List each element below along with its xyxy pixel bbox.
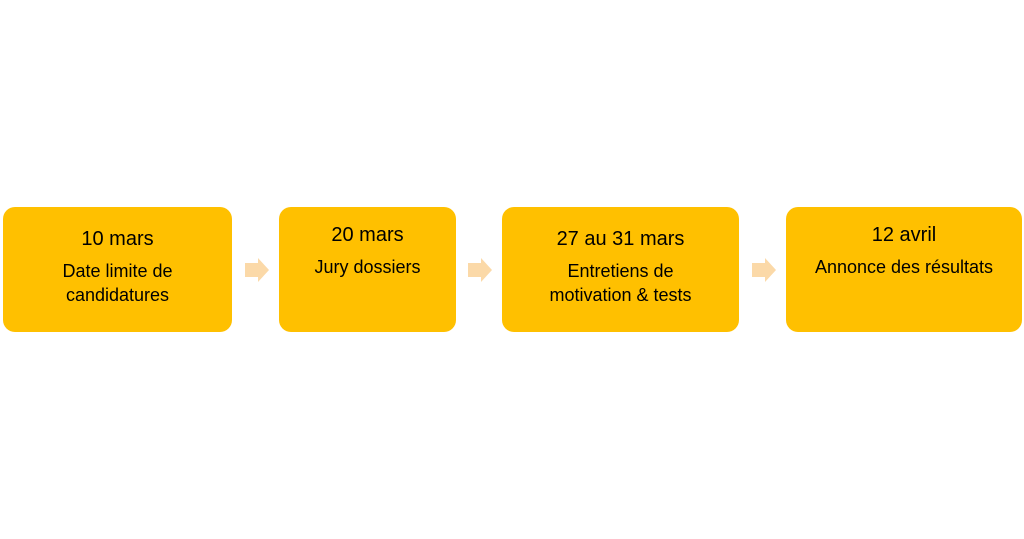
step-description: Annonce des résultats	[786, 255, 1022, 279]
timeline-step-1: 10 mars Date limite de candidatures	[3, 207, 232, 332]
step-date: 27 au 31 mars	[556, 228, 685, 250]
timeline-step-3: 27 au 31 mars Entretiens de motivation &…	[502, 207, 739, 332]
step-description-line: motivation & tests	[549, 285, 692, 305]
step-date: 20 mars	[331, 224, 404, 246]
step-description: Entretiens de motivation & tests	[502, 259, 739, 307]
step-date: 10 mars	[81, 228, 154, 250]
step-description: Date limite de candidatures	[3, 259, 232, 307]
step-description-line: Jury dossiers	[314, 257, 421, 277]
step-description-line: Date limite de	[62, 261, 173, 281]
step-date: 12 avril	[871, 224, 937, 246]
step-description-line: Annonce des résultats	[814, 257, 994, 277]
step-description-line: Entretiens de	[567, 261, 674, 281]
step-description-line: candidatures	[65, 285, 170, 305]
timeline-step-4: 12 avril Annonce des résultats	[786, 207, 1022, 332]
step-description: Jury dossiers	[279, 255, 456, 279]
timeline-step-2: 20 mars Jury dossiers	[279, 207, 456, 332]
